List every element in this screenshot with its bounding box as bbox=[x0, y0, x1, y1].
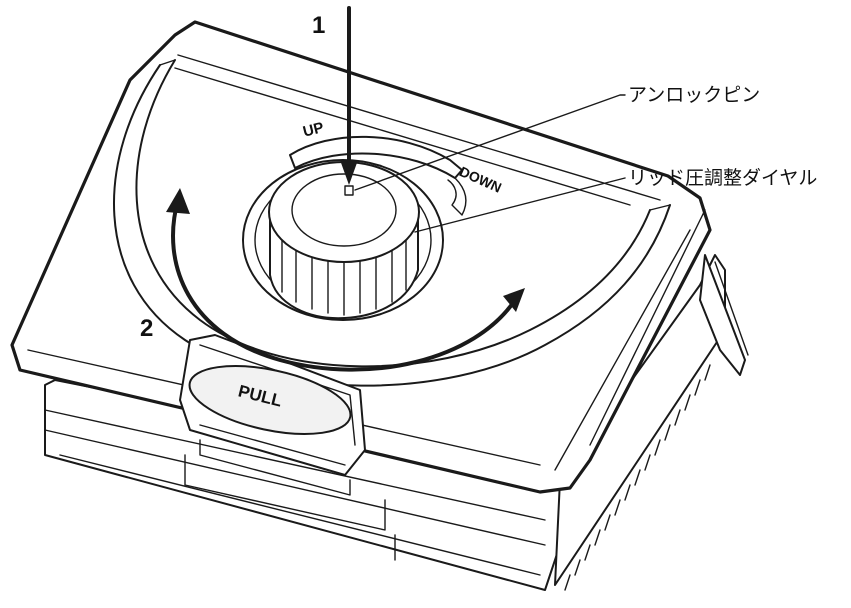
lid-pressure-dial bbox=[242, 159, 444, 321]
unlock-pin bbox=[344, 185, 354, 196]
unlock-pin-label: アンロックピン bbox=[628, 84, 760, 106]
step-one-arrow bbox=[340, 6, 358, 185]
leader-lines bbox=[354, 94, 626, 233]
step-two-number: 2 bbox=[140, 315, 153, 342]
up-engraving: UP bbox=[301, 119, 325, 141]
side-ribs bbox=[564, 364, 711, 591]
step-two-arrow bbox=[166, 188, 525, 372]
lid-pressure-dial-label: リッド圧調整ダイヤル bbox=[628, 167, 817, 189]
step-two-arrowhead-up bbox=[166, 188, 190, 214]
step-one-arrowhead bbox=[340, 160, 358, 185]
pull-handle: PULL bbox=[179, 334, 366, 496]
step-two-arrowhead-right bbox=[503, 288, 525, 312]
step-one-number: 1 bbox=[312, 12, 325, 39]
dial-knurling bbox=[281, 237, 407, 316]
